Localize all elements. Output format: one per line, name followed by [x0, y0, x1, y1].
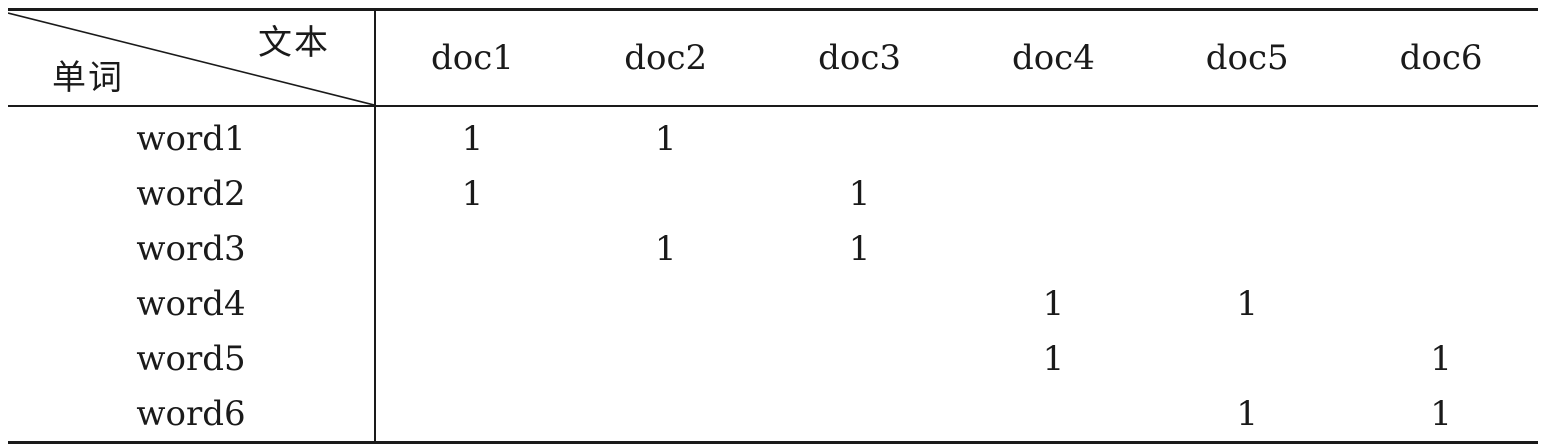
table-cell — [1150, 221, 1344, 276]
table-cell: 1 — [1042, 338, 1065, 379]
table-cell — [1344, 276, 1538, 331]
table-cell — [375, 331, 569, 386]
word-document-matrix: 文本 单词 doc1 doc2 doc3 doc4 doc5 doc6 word… — [8, 8, 1538, 443]
table-cell: 1 — [1042, 283, 1065, 324]
row-label: word4 — [8, 276, 376, 331]
column-header-doc1: doc1 — [430, 38, 514, 78]
table-cell: 1 — [848, 228, 871, 269]
table-row-word3: word3 1 1 — [8, 221, 1538, 276]
table-cell — [763, 106, 957, 166]
table-cell — [1150, 106, 1344, 166]
table-cell — [375, 386, 569, 443]
header-row: 文本 单词 doc1 doc2 doc3 doc4 doc5 doc6 — [8, 9, 1538, 106]
table-cell — [569, 331, 763, 386]
table-cell — [1344, 106, 1538, 166]
row-label: word6 — [8, 386, 376, 443]
table-row-word5: word5 1 1 — [8, 331, 1538, 386]
table-cell — [956, 166, 1150, 221]
table-cell: 1 — [461, 173, 484, 214]
table-row-word4: word4 1 1 — [8, 276, 1538, 331]
table-cell: 1 — [654, 118, 677, 159]
table-cell — [1344, 221, 1538, 276]
column-header-doc3: doc3 — [818, 38, 902, 78]
diagonal-divider — [8, 12, 374, 105]
table-cell — [569, 276, 763, 331]
table-cell — [569, 166, 763, 221]
column-header-doc2: doc2 — [624, 38, 708, 78]
table-row-word1: word1 1 1 — [8, 106, 1538, 166]
row-label: word5 — [8, 331, 376, 386]
table-cell — [956, 106, 1150, 166]
table-cell — [763, 386, 957, 443]
table-cell — [763, 276, 957, 331]
table-cell: 1 — [848, 173, 871, 214]
table-row-word2: word2 1 1 — [8, 166, 1538, 221]
table-cell: 1 — [1430, 393, 1452, 434]
table-cell: 1 — [1236, 393, 1259, 434]
column-header-doc6: doc6 — [1399, 38, 1483, 78]
table-cell — [375, 276, 569, 331]
table-cell — [956, 386, 1150, 443]
matrix-table: 文本 单词 doc1 doc2 doc3 doc4 doc5 doc6 word… — [8, 8, 1538, 444]
table-cell: 1 — [461, 118, 484, 159]
row-label: word2 — [8, 166, 376, 221]
table-cell — [569, 386, 763, 443]
row-label: word3 — [8, 221, 376, 276]
table-cell — [1344, 166, 1538, 221]
table-row-word6: word6 1 1 — [8, 386, 1538, 443]
table-cell — [956, 221, 1150, 276]
corner-label-words: 单词 — [52, 58, 124, 98]
table-cell — [375, 221, 569, 276]
table-cell: 1 — [654, 228, 677, 269]
corner-label-documents: 文本 — [258, 23, 330, 63]
corner-header-cell: 文本 单词 — [8, 9, 376, 106]
column-header-doc4: doc4 — [1011, 38, 1095, 78]
row-label: word1 — [8, 106, 376, 166]
table-cell — [763, 331, 957, 386]
table-cell — [1150, 331, 1344, 386]
table-cell: 1 — [1236, 283, 1259, 324]
table-cell: 1 — [1430, 338, 1452, 379]
column-header-doc5: doc5 — [1205, 38, 1289, 78]
table-cell — [1150, 166, 1344, 221]
